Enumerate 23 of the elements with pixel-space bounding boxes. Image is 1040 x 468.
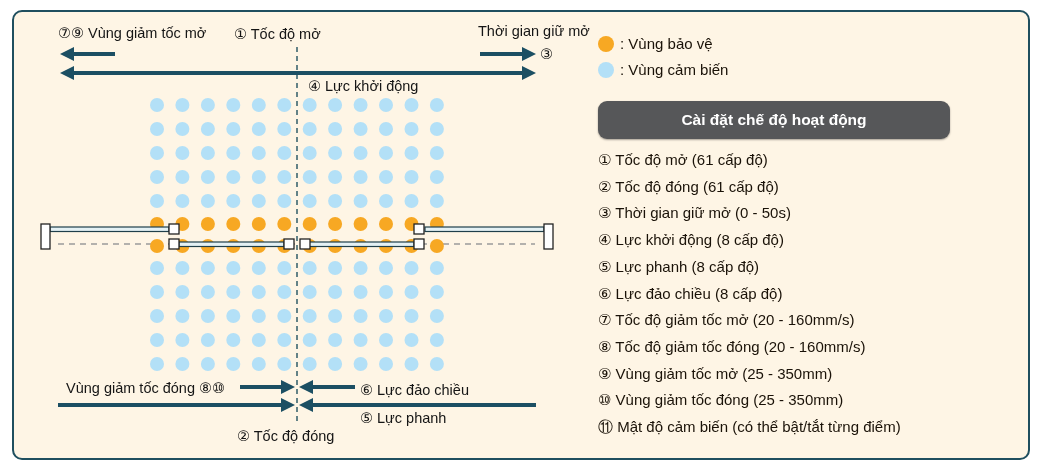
annotation-label: ⑦⑨ Vùng giảm tốc mở: [58, 24, 207, 42]
setting-list-item: ⑦ Tốc độ giảm tốc mở (20 - 160mm/s): [598, 311, 855, 330]
annotation-label: ④ Lực khởi động: [308, 77, 419, 95]
setting-list-item: ② Tốc độ đóng (61 cấp độ): [598, 177, 779, 196]
setting-list-item: ⑥ Lực đảo chiều (8 cấp độ): [598, 284, 783, 303]
annotation-label: ⑤ Lực phanh: [360, 409, 447, 427]
annotation-label: Thời gian giữ mở: [478, 22, 590, 40]
setting-list-item: ⑨ Vùng giảm tốc mở (25 - 350mm): [598, 364, 833, 383]
annotation-label: Vùng giảm tốc đóng ⑧⑩: [66, 379, 225, 397]
setting-list-item: ⑤ Lực phanh (8 cấp độ): [598, 257, 760, 276]
setting-list-item: ③ Thời gian giữ mở (0 - 50s): [598, 204, 791, 223]
legend-label: : Vùng bảo vệ: [620, 35, 713, 53]
setting-list-item: ① Tốc độ mở (61 cấp độ): [598, 151, 768, 169]
setting-list-item: ⑪ Mật độ cảm biến (có thể bật/tắt từng điểm): [598, 418, 901, 436]
section-header-bar: Cài đặt chế độ hoạt động: [598, 101, 950, 139]
setting-list-item: ⑧ Tốc độ giảm tốc đóng (20 - 160mm/s): [598, 337, 866, 356]
legend-label: : Vùng cảm biến: [620, 61, 729, 79]
annotation-label: ① Tốc độ mở: [234, 25, 321, 43]
annotation-label: ② Tốc độ đóng: [237, 427, 335, 445]
setting-list-item: ④ Lực khởi động (8 cấp độ): [598, 231, 784, 250]
setting-list-item: ⑩ Vùng giảm tốc đóng (25 - 350mm): [598, 391, 844, 410]
annotation-label: ⑥ Lực đảo chiều: [360, 381, 469, 399]
callout-number: ③: [540, 45, 553, 63]
